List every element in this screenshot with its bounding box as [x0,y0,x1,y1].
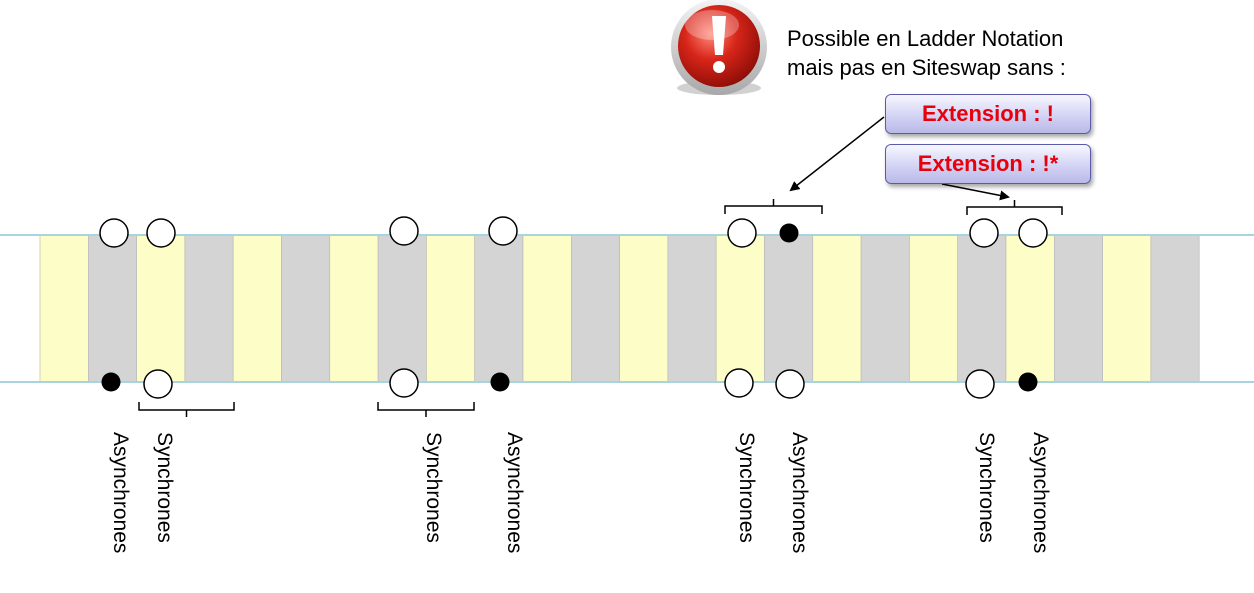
label-synchrones-1: Synchrones [153,432,176,543]
beat-strip [1150,234,1200,383]
label-asynchrones-1: Asynchrones [109,432,132,554]
throw-marker-open [488,216,518,246]
beat-strips [39,234,1200,383]
label-synchrones-4: Synchrones [975,432,998,543]
beat-strip [1005,234,1055,383]
beat-strip [474,234,524,383]
beat-strip [1054,234,1103,383]
throw-marker-open [99,218,129,248]
label-synchrones-3: Synchrones [735,432,758,543]
bracket [377,402,475,417]
beat-strip [281,234,331,383]
note-text: Possible en Ladder Notation mais pas en … [787,24,1127,82]
bracket [966,200,1063,215]
throw-marker-filled [101,372,121,392]
beat-strip [667,234,717,383]
extension-bang-box: Extension : ! [885,94,1091,134]
throw-marker-open [1018,218,1048,248]
beat-strip [522,234,572,383]
bracket [138,402,235,417]
beat-strip [329,234,379,383]
beat-strip [909,234,959,383]
beat-strip [426,234,475,383]
throw-marker-open [775,369,805,399]
beat-strip [88,234,137,383]
throw-marker-open [965,369,995,399]
beat-strip [136,234,186,383]
warning-exclamation-icon [671,0,767,95]
beat-strip [232,234,282,383]
beat-strip [860,234,910,383]
bracket [724,199,823,214]
label-synchrones-2: Synchrones [422,432,445,543]
note-line-1: Possible en Ladder Notation [787,26,1064,51]
throw-marker-open [389,368,419,398]
throw-marker-filled [1018,372,1038,392]
arrow-ext1 [789,116,885,192]
throw-marker-open [389,216,419,246]
throw-markers [99,216,1048,399]
beat-strip [715,234,765,383]
extension-bang-star-box: Extension : !* [885,144,1091,184]
beat-strip [377,234,427,383]
beat-strip [184,234,234,383]
label-asynchrones-2: Asynchrones [503,432,526,554]
beat-strip [39,234,89,383]
beat-strip [619,234,669,383]
throw-marker-filled [779,223,799,243]
throw-marker-open [143,369,173,399]
throw-marker-open [727,218,757,248]
beat-strip [764,234,814,383]
beat-strip [1102,234,1152,383]
arrow-ext2 [941,183,1010,201]
beat-strip [957,234,1007,383]
throw-marker-filled [490,372,510,392]
throw-marker-open [969,218,999,248]
note-line-2: mais pas en Siteswap sans : [787,55,1066,80]
throw-marker-open [724,368,754,398]
label-asynchrones-4: Asynchrones [1029,432,1052,554]
beat-strip [812,234,862,383]
throw-brackets [138,199,1063,417]
label-asynchrones-3: Asynchrones [788,432,811,554]
throw-marker-open [146,218,176,248]
beat-strip [570,234,620,383]
